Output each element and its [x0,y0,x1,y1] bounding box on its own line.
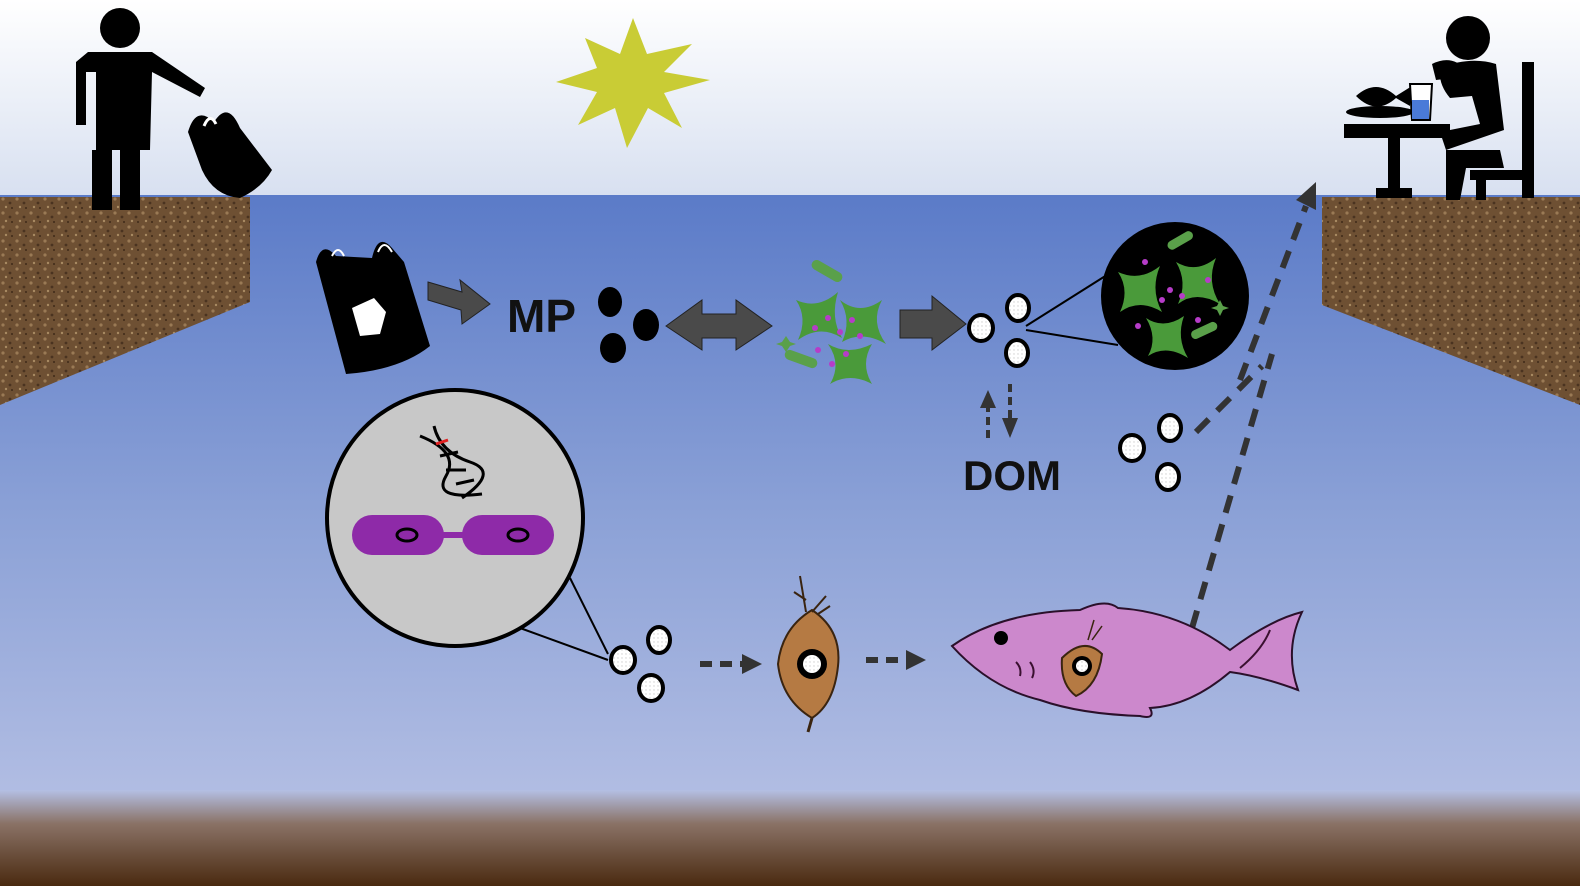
zooplankton-icon [776,575,840,733]
bacteria-conjugation-icon [352,515,554,555]
microplastic-particle-icon [609,625,672,703]
right-shore [1322,197,1580,405]
dashed-arrow-to-fish [866,650,926,670]
microplastic-particle-icon [967,293,1031,368]
person-eating-icon [1344,16,1534,200]
zoom-line [569,577,609,655]
zoom-line [1025,267,1119,327]
biofilm-zoom-circle [1101,222,1249,370]
zoom-line [519,627,609,661]
arrowhead [1296,182,1316,210]
sun-icon [556,18,710,148]
mp-label: MP [507,290,576,342]
exchange-arrows-icon [980,384,1018,438]
dna-icon [419,425,485,500]
water [0,195,1580,815]
dashed-arrow-to-zooplankton [700,654,762,674]
arrow-to-colonized-mp [899,294,967,352]
water-glass-icon [1408,83,1434,121]
microplastic-particle-icon [1118,413,1183,492]
sediment-bed [0,790,1580,886]
double-arrow-mp-biofilm [665,299,773,351]
dom-label: DOM [963,452,1061,499]
plastic-bag-icon [316,241,430,374]
gene-transfer-zoom-circle [325,388,585,648]
fish-plate-icon [1346,86,1414,118]
plastic-bag-icon [188,112,272,198]
left-shore [0,197,250,405]
person-littering-icon [76,8,205,210]
biofilm-cluster-icon [776,260,886,384]
fish-icon [950,602,1304,718]
dashed-arrow-to-human [1189,204,1309,629]
microplastic-particle-icon [598,287,659,363]
arrow-to-mp [427,278,491,325]
zoom-line [1025,329,1119,346]
